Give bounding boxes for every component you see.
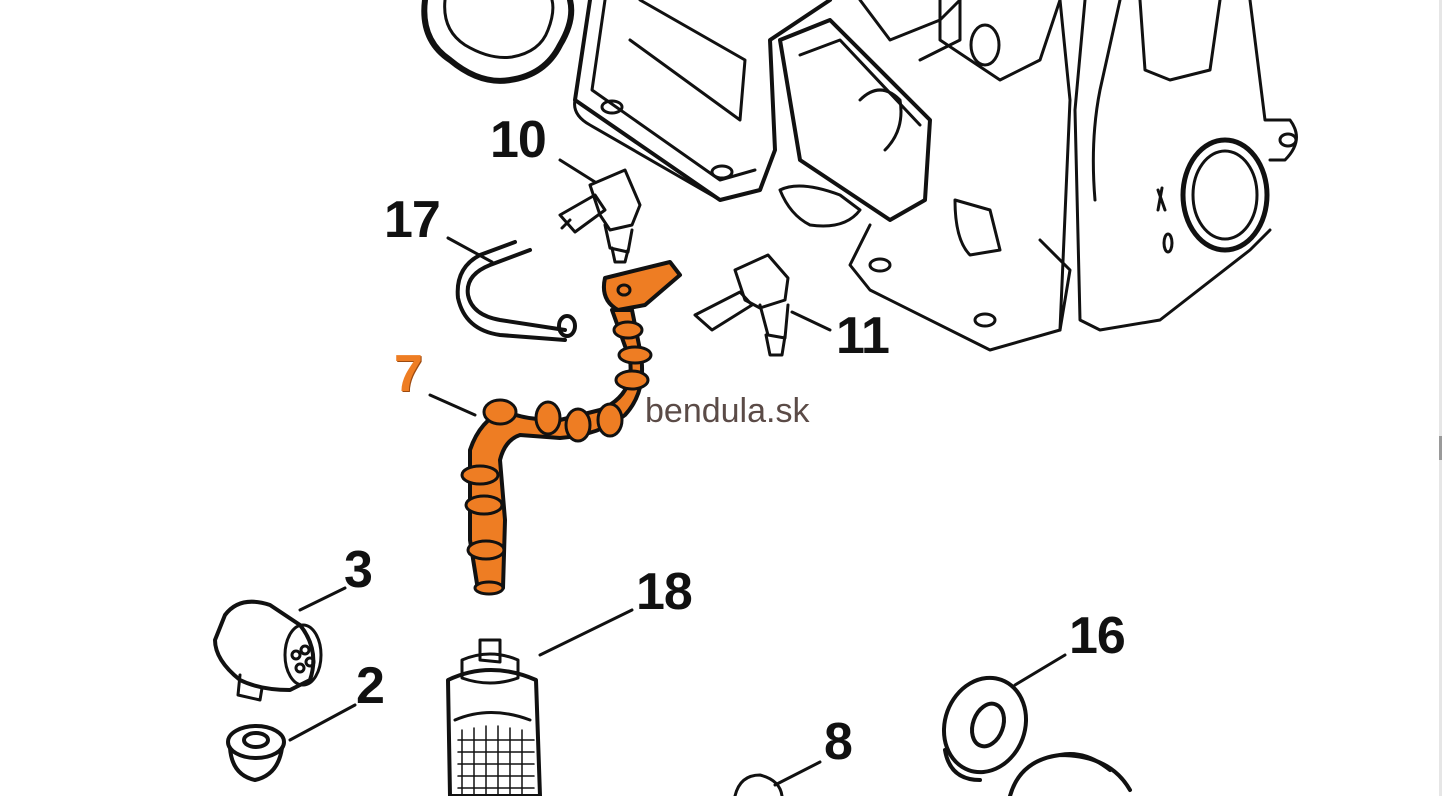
watermark-text: bendula.sk [645,392,810,430]
callout-2: 2 [356,657,385,715]
part-8-washer [733,773,784,796]
part-16-washer [941,675,1029,782]
part-3-pickup [213,599,323,702]
part-7-fuel-hose [460,260,682,596]
part-18-filter [446,638,542,796]
callout-8: 8 [824,713,853,771]
callout-11: 11 [836,307,890,365]
callout-3: 3 [344,541,373,599]
callout-18: 18 [636,563,693,621]
part-2-grommet [226,724,286,782]
callout-10: 10 [490,111,547,169]
leader-lines [288,158,1067,787]
part-10-elbow [558,168,642,264]
scrollbar-thumb[interactable] [1439,436,1442,460]
crankcase-housing [573,0,1298,352]
callout-17: 17 [384,191,441,249]
scrollbar-track[interactable] [1439,0,1442,796]
gasket-top-left [421,0,575,84]
part-17-hose [455,240,577,342]
part-11-elbow [693,253,790,357]
callout-7: 7 [394,345,423,403]
part-bottom-right [1008,752,1132,796]
callout-16: 16 [1069,607,1126,665]
